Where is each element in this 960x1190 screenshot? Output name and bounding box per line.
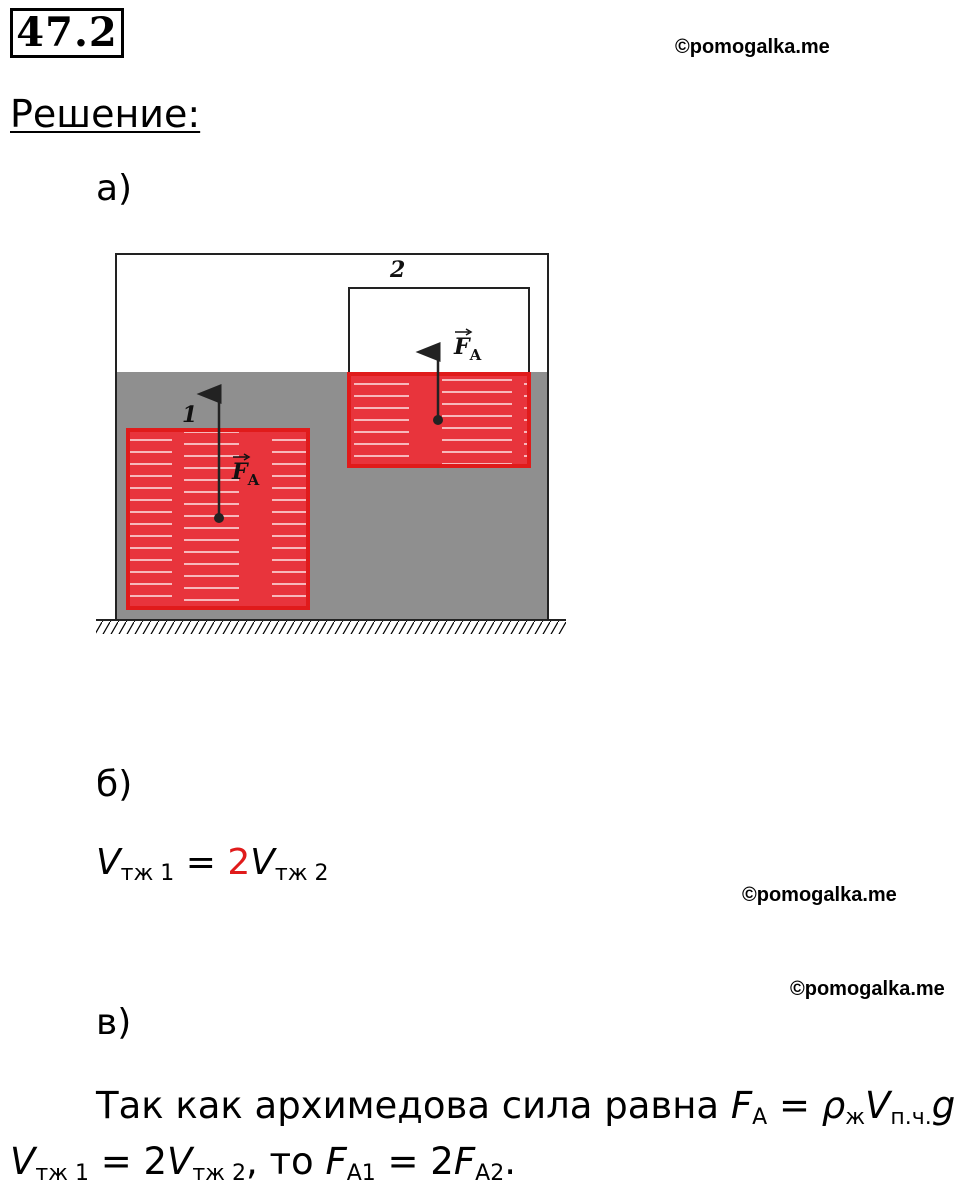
formula-b: Vтж 1 = 2Vтж 2 bbox=[96, 842, 329, 886]
v-subscript: п.ч. bbox=[890, 1105, 932, 1130]
force-label-2: FA bbox=[453, 334, 482, 364]
rho-symbol: ρ bbox=[821, 1084, 846, 1127]
body-2-label: 2 bbox=[389, 257, 405, 283]
f1-symbol: F bbox=[325, 1140, 347, 1183]
f2-subscript: А2 bbox=[475, 1161, 505, 1186]
watermark: ©pomogalka.me bbox=[790, 978, 945, 1000]
v1-subscript: тж 1 bbox=[120, 861, 175, 886]
force-point-1 bbox=[214, 513, 224, 523]
equals: = bbox=[174, 842, 228, 883]
v2-subscript: тж 2 bbox=[274, 861, 329, 886]
f1-subscript: А1 bbox=[346, 1161, 376, 1186]
body-1-label: 1 bbox=[182, 402, 197, 428]
v2-subscript: тж 2 bbox=[192, 1161, 246, 1186]
and-text: и bbox=[955, 1084, 960, 1127]
part-b-label: б) bbox=[96, 764, 133, 805]
equals-two: = 2 bbox=[375, 1140, 454, 1183]
vector-tip-1 bbox=[243, 453, 251, 461]
fa-symbol: F bbox=[730, 1084, 753, 1127]
task-number: 47.2 bbox=[10, 8, 124, 58]
part-c-label: в) bbox=[96, 1002, 132, 1043]
v2-symbol: V bbox=[250, 842, 275, 883]
g-symbol: g bbox=[931, 1084, 956, 1127]
period: . bbox=[504, 1140, 516, 1183]
fa-subscript: А bbox=[752, 1105, 768, 1130]
then-text: , то bbox=[245, 1140, 326, 1183]
force-label-1: FA bbox=[231, 459, 260, 489]
vector-tip-2 bbox=[465, 328, 473, 336]
archimedes-figure: 1 FA 2 FA bbox=[96, 253, 566, 634]
v-symbol: V bbox=[865, 1084, 891, 1127]
f2-symbol: F bbox=[453, 1140, 476, 1183]
equals-two: = 2 bbox=[88, 1140, 168, 1183]
solution-title: Решение: bbox=[10, 92, 201, 136]
explanation-text: Так как архимедова сила равна bbox=[96, 1084, 731, 1127]
v1-symbol: V bbox=[10, 1140, 36, 1183]
ground-hatch bbox=[96, 620, 566, 634]
force-point-2 bbox=[433, 415, 443, 425]
v2-symbol: V bbox=[167, 1140, 193, 1183]
explanation-line-1: Так как архимедова сила равна FА = ρжVп.… bbox=[96, 1084, 960, 1130]
rho-subscript: ж bbox=[845, 1105, 866, 1130]
v1-subscript: тж 1 bbox=[35, 1161, 89, 1186]
part-a-label: а) bbox=[96, 168, 133, 209]
coefficient: 2 bbox=[227, 842, 251, 883]
equals: = bbox=[767, 1084, 822, 1127]
watermark: ©pomogalka.me bbox=[742, 884, 897, 906]
explanation-line-2: Vтж 1 = 2Vтж 2, то FА1 = 2FА2. bbox=[10, 1140, 516, 1186]
v1-symbol: V bbox=[96, 842, 121, 883]
watermark: ©pomogalka.me bbox=[675, 36, 830, 58]
